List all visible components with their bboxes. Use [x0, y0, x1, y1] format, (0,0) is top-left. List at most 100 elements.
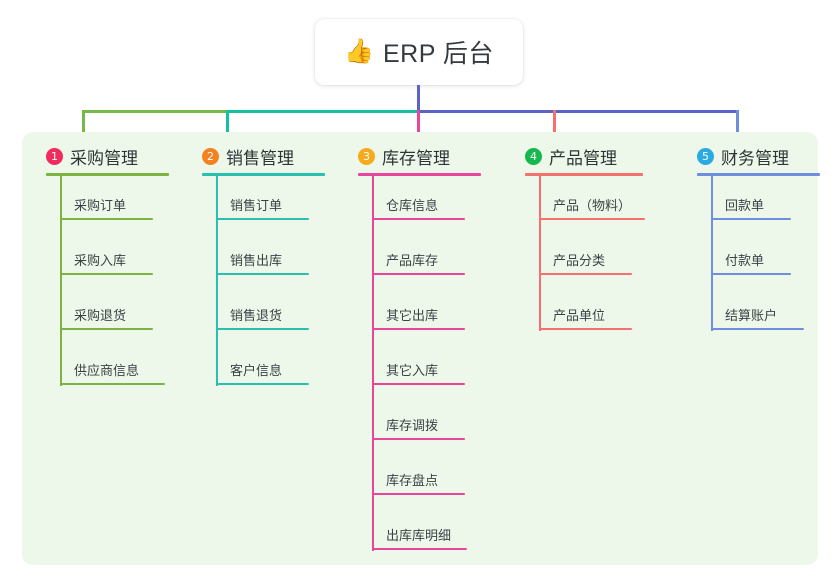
branch-header-3[interactable]: 3 库存管理	[358, 144, 450, 169]
leaf-item[interactable]: 其它出库	[372, 296, 465, 330]
leaf-label: 销售出库	[230, 253, 283, 268]
leaf-label: 回款单	[725, 198, 765, 213]
leaf-item[interactable]: 仓库信息	[372, 186, 465, 220]
leaf-item[interactable]: 产品（物料）	[539, 186, 645, 220]
branch-badge-3: 3	[358, 148, 375, 165]
branch-title-4: 产品管理	[549, 149, 617, 168]
leaf-item[interactable]: 销售订单	[216, 186, 309, 220]
leaf-rule	[539, 273, 632, 275]
branch-spine-1	[60, 176, 62, 386]
leaf-label: 采购订单	[74, 198, 127, 213]
leaf-item[interactable]: 销售出库	[216, 241, 309, 275]
stem-connector-1	[82, 110, 85, 140]
branch-header-4[interactable]: 4 产品管理	[525, 144, 617, 169]
root-node-card[interactable]: 👍 ERP 后台	[315, 19, 523, 85]
branch-badge-4: 4	[525, 148, 542, 165]
leaf-item[interactable]: 采购退货	[60, 296, 153, 330]
leaf-label: 仓库信息	[386, 198, 439, 213]
leaf-label: 产品（物料）	[553, 198, 632, 213]
stem-connector-3	[417, 110, 420, 140]
leaf-label: 其它出库	[386, 308, 439, 323]
branch-spine-5	[711, 176, 713, 331]
leaf-label: 销售退货	[230, 308, 283, 323]
leaf-item[interactable]: 产品分类	[539, 241, 632, 275]
leaf-label: 出库库明细	[386, 528, 452, 543]
branch-header-5[interactable]: 5 财务管理	[697, 144, 789, 169]
leaf-rule	[711, 328, 804, 330]
leaf-rule	[372, 548, 467, 550]
leaf-item[interactable]: 采购入库	[60, 241, 153, 275]
leaf-rule	[60, 383, 165, 385]
leaf-label: 供应商信息	[74, 363, 140, 378]
branch-title-2: 销售管理	[226, 149, 294, 168]
trunk-connector	[417, 85, 420, 113]
leaf-item[interactable]: 库存盘点	[372, 461, 465, 495]
leaf-label: 产品单位	[553, 308, 606, 323]
leaf-item[interactable]: 客户信息	[216, 351, 309, 385]
branch-header-2[interactable]: 2 销售管理	[202, 144, 294, 169]
leaf-item[interactable]: 销售退货	[216, 296, 309, 330]
leaf-item[interactable]: 回款单	[711, 186, 791, 220]
thumbs-up-icon: 👍	[344, 38, 374, 65]
leaf-rule	[539, 328, 632, 330]
leaf-label: 库存调拨	[386, 418, 439, 433]
leaf-rule	[372, 493, 465, 495]
branch-spine-4	[539, 176, 541, 331]
leaf-label: 结算账户	[725, 308, 778, 323]
stem-connector-2	[226, 110, 229, 140]
leaf-rule	[216, 273, 309, 275]
branch-rule-4	[525, 173, 643, 176]
branch-rule-2	[202, 173, 325, 176]
branch-header-1[interactable]: 1 采购管理	[46, 144, 138, 169]
leaf-label: 产品库存	[386, 253, 439, 268]
leaf-label: 付款单	[725, 253, 765, 268]
branch-title-3: 库存管理	[382, 149, 450, 168]
leaf-rule	[216, 328, 309, 330]
leaf-item[interactable]: 产品库存	[372, 241, 465, 275]
stem-connector-4	[553, 110, 556, 140]
leaf-rule	[711, 273, 791, 275]
leaf-label: 采购退货	[74, 308, 127, 323]
bus-connector-right	[419, 110, 739, 113]
branch-badge-1: 1	[46, 148, 63, 165]
leaf-rule	[372, 438, 465, 440]
branch-badge-5: 5	[697, 148, 714, 165]
leaf-label: 库存盘点	[386, 473, 439, 488]
branch-rule-5	[697, 173, 820, 176]
root-node-title: ERP 后台	[382, 40, 494, 68]
leaf-item[interactable]: 产品单位	[539, 296, 632, 330]
leaf-rule	[539, 218, 645, 220]
leaf-rule	[372, 328, 465, 330]
leaf-item[interactable]: 出库库明细	[372, 516, 467, 550]
branch-spine-3	[372, 176, 374, 551]
branch-badge-2: 2	[202, 148, 219, 165]
leaf-rule	[60, 273, 153, 275]
branch-rule-3	[358, 173, 481, 176]
leaf-rule	[372, 273, 465, 275]
leaf-item[interactable]: 结算账户	[711, 296, 804, 330]
leaf-rule	[216, 218, 309, 220]
leaf-label: 销售订单	[230, 198, 283, 213]
leaf-rule	[216, 383, 309, 385]
leaf-label: 客户信息	[230, 363, 283, 378]
branch-title-5: 财务管理	[721, 149, 789, 168]
leaf-label: 采购入库	[74, 253, 127, 268]
leaf-item[interactable]: 采购订单	[60, 186, 153, 220]
branch-rule-1	[46, 173, 169, 176]
stem-connector-5	[736, 110, 739, 140]
leaf-item[interactable]: 付款单	[711, 241, 791, 275]
leaf-item[interactable]: 供应商信息	[60, 351, 165, 385]
leaf-rule	[60, 218, 153, 220]
bus-connector-left	[82, 110, 228, 113]
branches-panel: 1 采购管理 采购订单 采购入库 采购退货 供应商信息	[22, 132, 820, 565]
leaf-item[interactable]: 其它入库	[372, 351, 465, 385]
leaf-rule	[372, 383, 465, 385]
leaf-rule	[372, 218, 465, 220]
leaf-label: 产品分类	[553, 253, 606, 268]
leaf-rule	[711, 218, 791, 220]
bus-connector-mid	[228, 110, 419, 113]
leaf-label: 其它入库	[386, 363, 439, 378]
branch-title-1: 采购管理	[70, 149, 138, 168]
leaf-item[interactable]: 库存调拨	[372, 406, 465, 440]
